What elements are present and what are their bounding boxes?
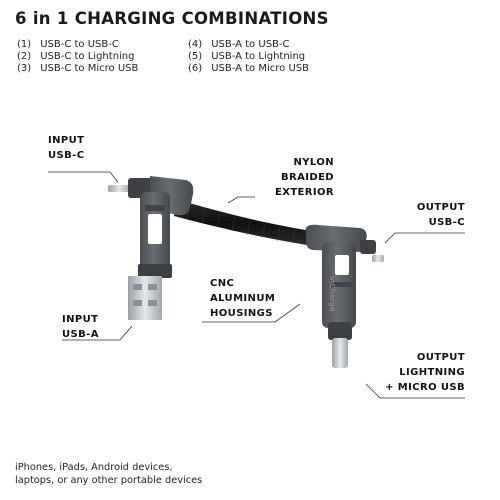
braided-cable [174,200,318,246]
combination-to: Micro USB [258,63,309,74]
callout-line: USB-C [428,217,465,228]
output-lightning-housing [322,242,356,368]
callout-line: BRAIDED [280,172,334,183]
combination-from: USB-C [40,63,72,74]
combination-item: (4) USB-A to USB-C [188,39,290,51]
leader-cnc [202,303,301,323]
combination-number: (1) [17,39,32,50]
callout-line: HOUSINGS [210,308,273,319]
callout-output-lightning: OUTPUT LIGHTNING + MICRO USB [375,350,465,395]
combination-to-word: to [74,51,85,62]
combination-to: Lightning [258,51,306,62]
footer-line: laptops, or any other portable devices [15,475,203,486]
combination-from: USB-A [211,63,242,74]
callout-line: NYLON [293,157,334,168]
combination-number: (3) [17,63,32,74]
callout-line: INPUT [48,135,85,146]
callout-line: LIGHTNING [399,367,465,378]
combination-number: (5) [188,51,203,62]
callout-output-usb-c: OUTPUT USB-C [390,200,465,230]
leader-output-lightning [365,383,465,399]
leader-nylon [227,196,255,204]
callout-line: OUTPUT [416,352,465,363]
combination-to-word: to [245,39,256,50]
combination-to-word: to [74,63,85,74]
compatibility-note: iPhones, iPads, Android devices, laptops… [15,461,202,487]
combination-to: Lightning [87,51,135,62]
combination-item: (3) USB-C to Micro USB [17,63,138,75]
combination-from: USB-C [40,39,72,50]
callout-line: USB-A [62,329,99,340]
callout-input-usb-c: INPUT USB-C [48,133,84,163]
leader-output-usb-c [384,232,465,244]
footer-line: iPhones, iPads, Android devices, [15,462,173,473]
combination-to-word: to [245,63,256,74]
leader-input-usb-a [62,325,133,341]
page-title: 6 in 1 CHARGING COMBINATIONS [15,9,329,28]
combination-to-word: to [74,39,85,50]
usb-a-plug [128,276,162,320]
callout-line: OUTPUT [416,202,465,213]
braid-texture [186,204,296,244]
lightning-plug [332,338,348,368]
callout-line: ALUMINUM [210,293,276,304]
input-usb-a-housing [128,192,172,320]
usb-c-tip [372,255,384,262]
combination-number: (2) [17,51,32,62]
combination-to: USB-C [87,39,119,50]
combination-from: USB-A [211,51,242,62]
brand-engraving: inCharge [327,276,336,312]
callout-line: CNC [210,278,235,289]
combination-number: (4) [188,39,203,50]
leader-input-usb-c [48,171,119,183]
combination-item: (6) USB-A to Micro USB [188,63,309,75]
combination-item: (5) USB-A to Lightning [188,51,305,63]
combination-to: Micro USB [87,63,139,74]
callout-line: EXTERIOR [274,187,334,198]
combination-to-word: to [245,51,256,62]
callout-line: INPUT [62,314,99,325]
callout-leader-lines [48,171,465,399]
combination-number: (6) [188,63,203,74]
combination-item: (2) USB-C to Lightning [17,51,135,63]
combination-from: USB-A [211,39,242,50]
callout-input-usb-a: INPUT USB-A [62,312,99,342]
combination-from: USB-C [40,51,72,62]
callout-line: USB-C [48,150,85,161]
callout-cnc-aluminum: CNC ALUMINUM HOUSINGS [210,276,275,321]
callout-line: + MICRO USB [385,382,465,393]
combination-to: USB-C [258,39,290,50]
combination-item: (1) USB-C to USB-C [17,39,119,51]
callout-nylon-braided: NYLON BRAIDED EXTERIOR [250,155,334,200]
